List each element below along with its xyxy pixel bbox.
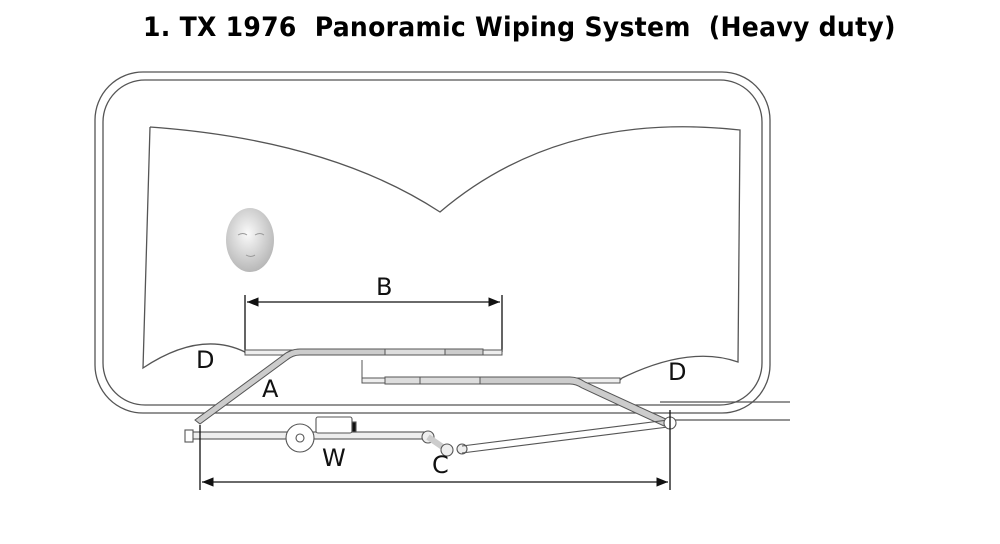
windshield-outer-frame	[94, 71, 771, 414]
wiped-area-outline	[142, 126, 741, 381]
lower-wiper-blade	[361, 360, 669, 427]
dimension-c	[199, 410, 671, 490]
label-d-right: D	[668, 358, 686, 386]
dimension-b	[244, 295, 503, 353]
label-d-left: D	[196, 346, 214, 374]
label-c: C	[432, 451, 449, 479]
label-a: A	[262, 375, 279, 403]
windshield-inner-frame	[102, 79, 763, 406]
label-w: W	[322, 444, 346, 472]
page-title: 1. TX 1976 Panoramic Wiping System (Heav…	[143, 12, 896, 43]
head-icon	[226, 208, 274, 272]
label-b: B	[376, 273, 392, 301]
upper-wiper-blade	[194, 348, 503, 425]
linkage-and-motor	[184, 416, 677, 457]
